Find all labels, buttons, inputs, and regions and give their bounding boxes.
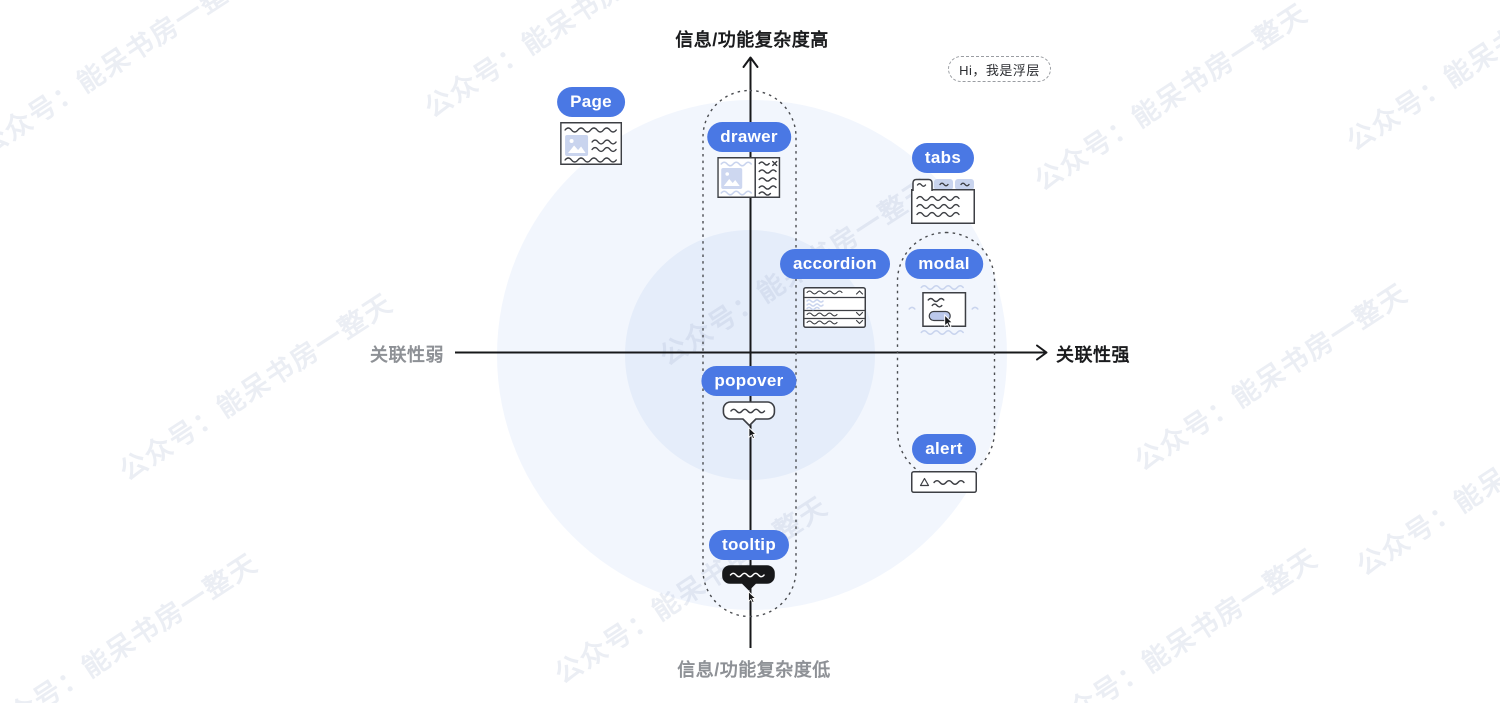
accordion-pill: accordion (780, 249, 890, 279)
tooltip-pill-label: tooltip (721, 535, 777, 554)
item-page: Page (557, 87, 625, 165)
axis-label-right: 关联性强 (1056, 345, 1130, 365)
modal-pill-label: modal (918, 254, 970, 273)
close-icon (772, 160, 778, 167)
alert-pill-label: alert (925, 439, 963, 458)
cursor-icon (944, 313, 954, 329)
accordion-pill-label: accordion (793, 254, 877, 273)
drawer-pill: drawer (707, 122, 791, 152)
page-icon (560, 122, 622, 165)
item-popover: popover (701, 366, 797, 439)
drawer-pill-label: drawer (720, 127, 778, 146)
page-pill-label: Page (570, 92, 612, 111)
axis-label-left: 关联性弱 (370, 345, 444, 365)
tabs-pill-label: tabs (924, 148, 962, 167)
tabs-pill: tabs (911, 143, 975, 173)
axis-label-bottom: 信息/功能复杂度低 (677, 660, 831, 680)
popover-icon (722, 401, 775, 439)
tabs-icon (911, 178, 975, 224)
chevron-down-icon (856, 311, 864, 317)
page-pill: Page (557, 87, 625, 117)
item-accordion: accordion (780, 249, 890, 328)
drawer-icon (717, 157, 781, 198)
alert-icon (911, 471, 977, 493)
popover-pill: popover (701, 366, 797, 396)
item-modal: modal (905, 249, 983, 336)
up-arrow-icon (742, 56, 759, 68)
item-tooltip: tooltip (708, 530, 790, 603)
modal-icon (908, 285, 979, 335)
tooltip-icon (722, 565, 775, 603)
chevron-up-icon (856, 290, 864, 295)
callout-bubble: Hi，我是浮层 (948, 56, 1051, 82)
modal-pill: modal (905, 249, 983, 279)
accordion-icon (803, 287, 867, 328)
warning-triangle-icon (919, 477, 930, 487)
axis-label-top: 信息/功能复杂度高 (675, 30, 829, 50)
overlay-column-group-outline (702, 89, 797, 618)
alert-pill: alert (912, 434, 976, 464)
item-alert: alert (911, 434, 977, 493)
cursor-icon (748, 590, 757, 603)
item-drawer: drawer (707, 122, 791, 198)
tooltip-pill: tooltip (708, 530, 790, 560)
popover-pill-label: popover (714, 371, 784, 390)
item-tabs: tabs (911, 143, 975, 224)
chevron-down-icon (856, 319, 864, 325)
right-arrow-icon (1036, 344, 1048, 361)
cursor-icon (748, 426, 757, 439)
callout-text: Hi，我是浮层 (959, 62, 1040, 78)
